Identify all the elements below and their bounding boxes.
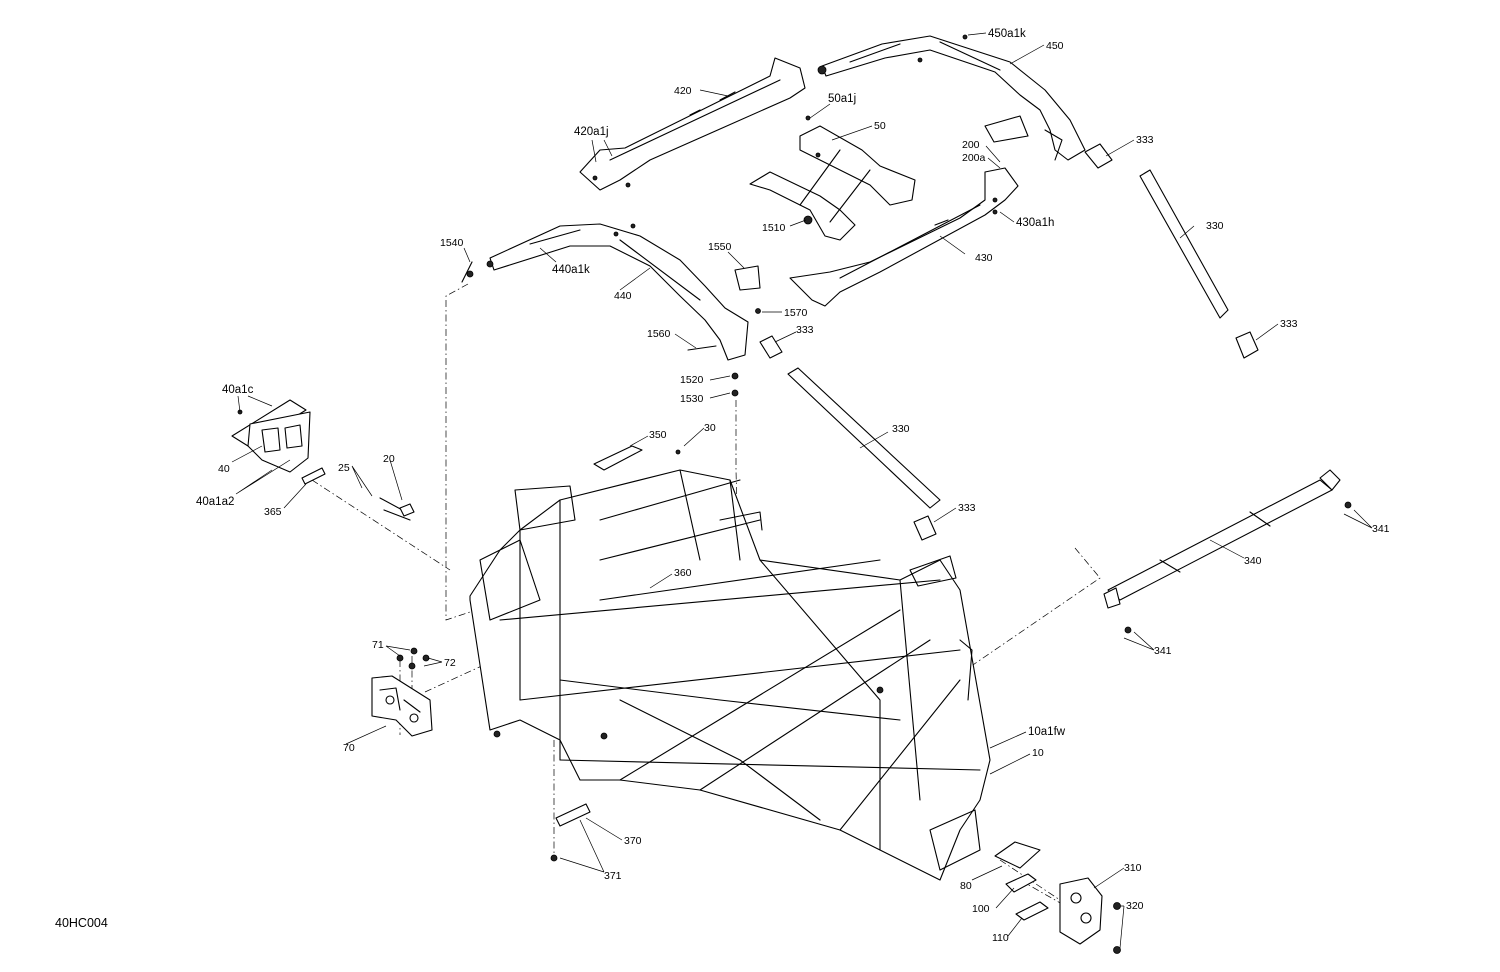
callout-440: 440 [614,290,632,302]
callout-1520: 1520 [680,374,704,386]
callout-450a1k: 450a1k [988,28,1026,40]
callout-333-mid: 333 [796,324,814,336]
part-330-right-bar [1084,143,1259,359]
callout-370: 370 [624,835,642,847]
callout-420: 420 [674,85,692,97]
part-10-main-frame [469,469,991,881]
callout-330-mid: 330 [892,423,910,435]
callout-50a1j: 50a1j [828,93,856,105]
part-420-roof-bar [579,57,806,191]
callout-40a1a2: 40a1a2 [196,496,234,508]
callout-420a1j: 420a1j [574,126,609,138]
callout-430: 430 [975,252,993,264]
callout-341-top: 341 [1372,523,1390,535]
callout-350: 350 [649,429,667,441]
callout-440a1k: 440a1k [552,264,590,276]
callout-371: 371 [604,870,622,882]
callout-labels: 450a1k 450 420 50a1j 50 420a1j 200 200a … [196,28,1390,944]
part-430-front-bar [789,167,1019,307]
callout-1560: 1560 [647,328,671,340]
callout-310: 310 [1124,862,1142,874]
callout-341-bot: 341 [1154,645,1172,657]
callout-10: 10 [1032,747,1044,759]
callout-1550: 1550 [708,241,732,253]
part-200-sleeve [984,115,1029,143]
callout-20: 20 [383,453,395,465]
callout-340: 340 [1244,555,1262,567]
callout-10a1fw: 10a1fw [1028,726,1066,738]
callout-72: 72 [444,657,456,669]
part-450-upper-arch [817,34,1086,161]
part-50-crossmember [749,115,916,241]
callout-200a: 200a [962,152,986,164]
callout-71: 71 [372,639,384,651]
callout-1510: 1510 [762,222,786,234]
callout-333-low: 333 [958,502,976,514]
callout-330-right: 330 [1206,220,1224,232]
fasteners [379,261,1352,634]
callout-1570: 1570 [784,307,808,319]
callout-80: 80 [960,880,972,892]
callout-25: 25 [338,462,350,474]
part-440-side-arch [486,223,761,361]
callout-50: 50 [874,120,886,132]
callout-1540: 1540 [440,237,464,249]
callout-40a1c: 40a1c [222,384,254,396]
part-70-mount [371,647,433,737]
callout-430a1h: 430a1h [1016,217,1054,229]
part-340-rear-bar [1103,469,1341,609]
callout-333-top: 333 [1136,134,1154,146]
callout-70: 70 [343,742,355,754]
callout-333-right: 333 [1280,318,1298,330]
callout-1530: 1530 [680,393,704,405]
callout-30: 30 [704,422,716,434]
callout-320: 320 [1126,900,1144,912]
parts-370-371 [550,803,591,862]
callout-200: 200 [962,139,980,151]
part-330-middle-bar [759,335,941,541]
callout-450: 450 [1046,40,1064,52]
callout-40: 40 [218,463,230,475]
callout-100: 100 [972,903,990,915]
rear-mount-parts [994,841,1121,954]
figure-id: 40HC004 [55,916,108,930]
callout-leaders [231,32,1373,949]
callout-365: 365 [264,506,282,518]
callout-360: 360 [674,567,692,579]
part-40-bracket [231,399,311,473]
callout-110: 110 [992,932,1009,944]
